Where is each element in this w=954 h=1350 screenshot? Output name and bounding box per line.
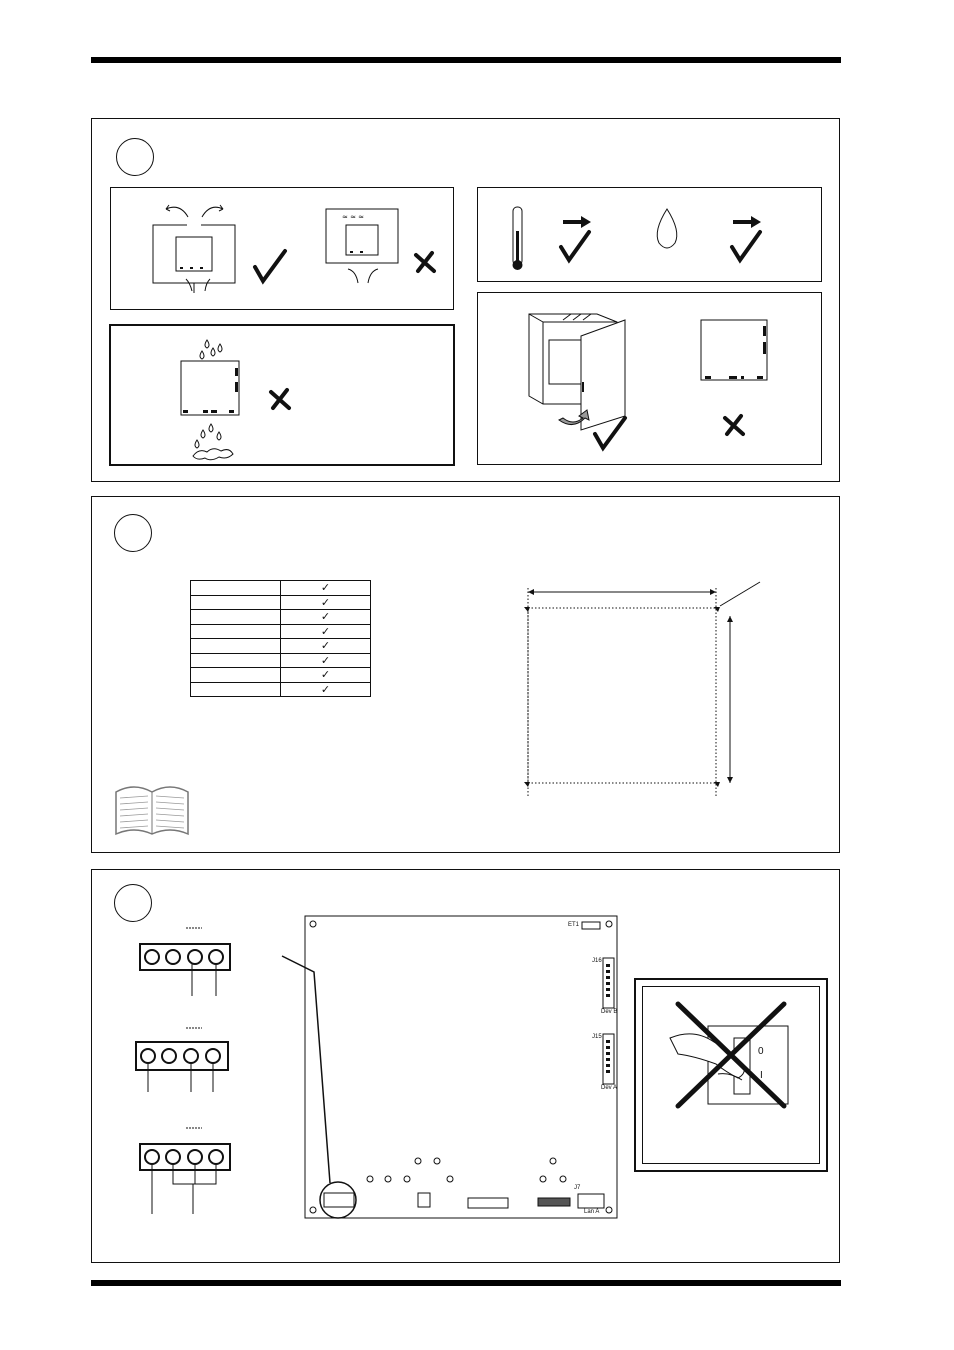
power-switch-warning: 0 I: [634, 978, 828, 1172]
pcb-label-lan-a: Lan A: [584, 1209, 600, 1215]
manual-book-icon: [115, 786, 189, 836]
step-1-circle: [116, 138, 154, 176]
bottom-rule: [91, 1280, 841, 1286]
conditions-box: [477, 187, 822, 282]
switch-on-label: I: [760, 1070, 763, 1081]
check-cell: ✓: [280, 667, 371, 683]
check-icon: [253, 249, 287, 285]
water-illustration: [180, 339, 291, 461]
switch-off-label: 0: [758, 1046, 764, 1057]
panel-mounting: [91, 496, 840, 853]
check-cell: ✓: [280, 609, 371, 625]
check-cell: ✓: [280, 594, 371, 610]
prohibited-cross-icon: [675, 1001, 786, 1108]
table-row: ✓: [190, 681, 371, 697]
table-row: ✓: [190, 667, 371, 683]
pcb-label-j15: J15: [592, 1034, 602, 1040]
pcb-label-j16: J16: [592, 958, 602, 964]
check-cell: ✓: [280, 623, 371, 639]
table-row: ✓: [190, 594, 371, 610]
pcb-label-dev-a: Dev A: [601, 1085, 618, 1091]
conditions-illustration: [512, 206, 762, 270]
cross-icon: [269, 388, 291, 410]
cross-icon: [723, 414, 745, 436]
table-row: ✓: [190, 580, 371, 596]
pcb-label-et1: ET1: [568, 922, 580, 928]
ventilation-box: [110, 187, 454, 310]
check-cell: ✓: [280, 638, 371, 654]
check-icon: [730, 230, 762, 264]
terminal-diagrams: [135, 927, 231, 1214]
top-rule: [91, 57, 841, 63]
check-icon: [559, 230, 591, 264]
check-cell: ✓: [280, 681, 371, 697]
pcb-label-j7: J7: [574, 1185, 581, 1191]
panel-wiring: [91, 869, 840, 1263]
table-row: ✓: [190, 609, 371, 625]
panel-environment: [91, 118, 840, 482]
pcb-label-dev-b: Dev B: [601, 1009, 618, 1015]
panel-cutout-drawing: [524, 581, 761, 798]
check-icon: [593, 416, 627, 452]
table-row: ✓: [190, 652, 371, 668]
table-row: ✓: [190, 623, 371, 639]
table-row: ✓: [190, 638, 371, 654]
ventilation-illustration: ≈ ≈ ≈: [152, 204, 436, 293]
step-3-circle: [114, 884, 152, 922]
cabinet-illustration: [528, 313, 768, 452]
svg-text:≈ ≈ ≈: ≈ ≈ ≈: [342, 213, 364, 221]
compatibility-table: ✓ ✓ ✓ ✓ ✓ ✓ ✓ ✓: [190, 580, 371, 697]
terminal-highlight-circle: [319, 1181, 357, 1219]
controller-board: [281, 915, 618, 1219]
check-cell: ✓: [280, 580, 371, 596]
drop-icon: [656, 208, 678, 249]
check-cell: ✓: [280, 652, 371, 668]
step-2-circle: [114, 514, 152, 552]
cross-icon: [414, 251, 436, 273]
